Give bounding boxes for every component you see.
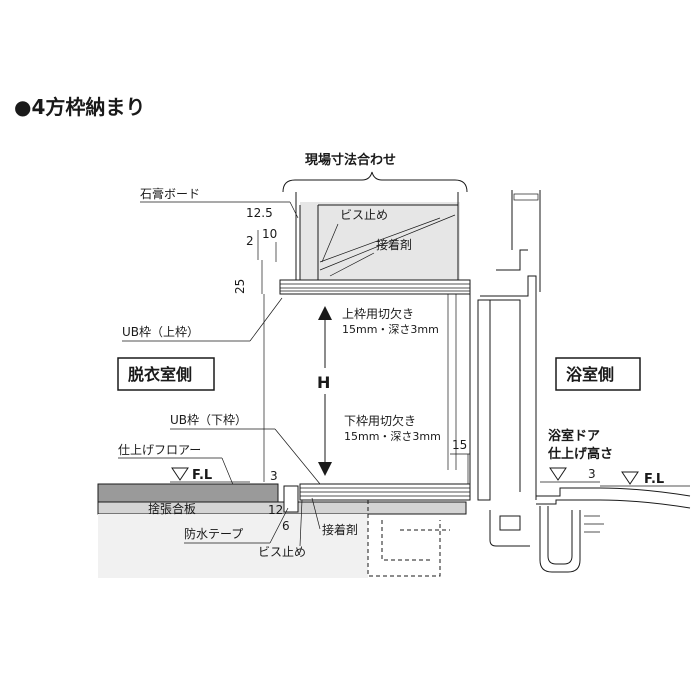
fl-left-label: F.L xyxy=(192,468,212,483)
upper-cut-label-1: 上枠用切欠き xyxy=(342,306,414,321)
dim-3-left: 3 xyxy=(270,469,278,483)
adhesive-bottom-label: 接着剤 xyxy=(322,522,358,537)
dressing-room-box xyxy=(117,357,215,391)
screw-bottom-label: ビス止め xyxy=(258,545,306,559)
adhesive-top-label: 接着剤 xyxy=(376,237,412,252)
bathroom-box xyxy=(555,357,641,391)
site-dimension-label: 現場寸法合わせ xyxy=(305,152,396,168)
drain-trap xyxy=(539,506,581,573)
waterproof-tape-shape xyxy=(283,485,299,513)
ub-frame-bottom-label: UB枠（下枠） xyxy=(170,413,247,427)
dim-6: 6 xyxy=(282,519,290,533)
jamb-profile xyxy=(477,299,491,501)
screw-top-label: ビス止め xyxy=(340,208,388,222)
dim-12-5: 12.5 xyxy=(246,206,273,220)
bath-door-label-1: 浴室ドア xyxy=(548,428,600,444)
bath-door-label-2: 仕上げ高さ xyxy=(547,446,613,462)
height-arrow-bottom xyxy=(318,462,332,476)
dim-3-right: 3 xyxy=(588,467,596,481)
upper-cut-label-2: 15mm・深さ3mm xyxy=(342,323,439,336)
header-hatch xyxy=(319,214,456,271)
finish-floor-shape xyxy=(97,483,279,503)
dim-15: 15 xyxy=(452,438,467,452)
ub-frame-top-shape xyxy=(279,279,471,295)
gypsum-board-label: 石膏ボード xyxy=(140,186,200,201)
bath-door-marker xyxy=(549,467,567,481)
dim-10: 10 xyxy=(262,227,277,241)
fl-right-label: F.L xyxy=(644,472,664,487)
ub-frame-top-label: UB枠（上枠） xyxy=(122,325,199,339)
lower-cut-label-2: 15mm・深さ3mm xyxy=(344,430,441,443)
subfloor-base xyxy=(98,514,368,578)
bath-wall-profile xyxy=(480,275,537,500)
dim-12: 12 xyxy=(268,503,283,517)
dim-25: 25 xyxy=(233,279,247,294)
finish-floor-label: 仕上げフロアー xyxy=(118,443,201,457)
bath-floor-line xyxy=(536,487,691,497)
waterproof-tape-label: 防水テープ xyxy=(184,526,243,541)
height-arrow-top xyxy=(318,306,332,320)
fl-left-marker xyxy=(171,467,189,481)
bathroom-label: 浴室側 xyxy=(566,365,614,384)
dim-2: 2 xyxy=(246,234,254,248)
site-dimension-bracket xyxy=(282,171,468,193)
fl-right-marker xyxy=(621,471,639,485)
dressing-room-label: 脱衣室側 xyxy=(128,365,192,384)
height-label: H xyxy=(317,373,330,392)
subfloor-label: 捨張合板 xyxy=(148,501,196,516)
diagram-title: ●4方枠納まり xyxy=(14,95,145,119)
lower-cut-label-1: 下枠用切欠き xyxy=(344,413,416,428)
